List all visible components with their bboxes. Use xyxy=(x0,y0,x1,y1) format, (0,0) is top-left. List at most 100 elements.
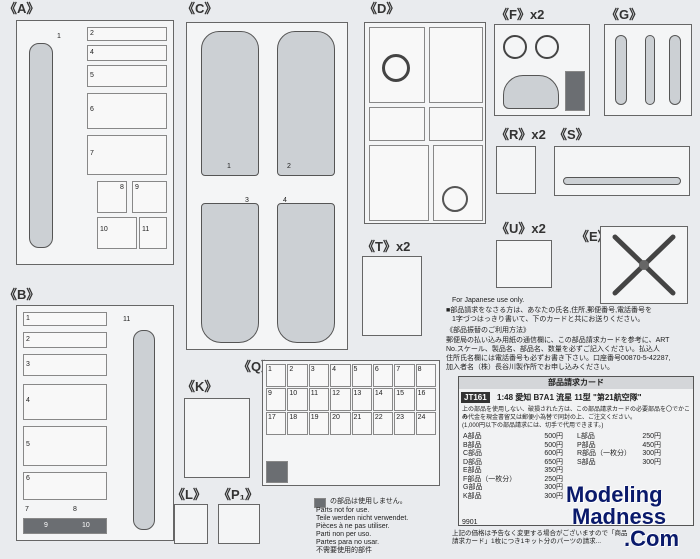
part-cell-gear-bay xyxy=(369,145,429,221)
price-label: F部品（一枚分） xyxy=(463,475,517,483)
strut-part xyxy=(645,35,655,105)
wing-part-2 xyxy=(277,31,335,176)
notice-l4: 加入者名（株）長谷川製作所でお申し込みください。 xyxy=(446,364,614,371)
q-part-cell: 13 xyxy=(351,388,372,411)
rod-part xyxy=(563,177,681,185)
q-part-cell: 3 xyxy=(308,364,330,387)
part-cell-4: 4 xyxy=(23,384,107,420)
card-title: 部品請求カード xyxy=(459,377,693,389)
unused-fr: Pièces à ne pas utiliser. xyxy=(316,523,390,530)
card-serial: 9901 xyxy=(462,519,478,526)
price-label: A部品 xyxy=(463,433,482,440)
logo-line1: Modeling xyxy=(566,482,663,507)
wing-part-4 xyxy=(277,203,335,343)
part-number: 1 xyxy=(227,163,231,170)
part-number: 1 xyxy=(26,315,30,322)
section-label-s: 《S》 xyxy=(554,127,589,142)
q-part-cell: 6 xyxy=(372,364,394,387)
part-number: 18 xyxy=(289,414,298,421)
q-part-cell: 23 xyxy=(394,412,415,435)
price-value: 650円 xyxy=(544,458,563,466)
price-value: 250円 xyxy=(642,433,661,440)
part-number: 22 xyxy=(374,414,383,421)
section-label-d: 《D》 xyxy=(364,1,400,16)
notice-l2: No.スケール、製品名、部品名、数量を必ずご記入ください。払込人 xyxy=(446,346,660,353)
q-part-cell: 20 xyxy=(330,412,351,435)
engine-icon xyxy=(382,54,410,82)
parts-request-card: 部品請求カード JT161 1:48 愛知 B7A1 流星 11型 "第21航空… xyxy=(458,376,694,526)
sprue-f xyxy=(494,24,590,116)
q-part-cell: 2 xyxy=(287,364,308,387)
notice-howto: 《部品振替のご利用方法》 xyxy=(446,327,530,334)
q-part-cell: 9 xyxy=(266,388,287,411)
part-number: 5 xyxy=(353,366,358,373)
unused-parts-9-10: 9 10 xyxy=(23,518,107,534)
part-number: 4 xyxy=(283,197,287,204)
part-number: 1 xyxy=(268,366,272,373)
notice-l3: 住所氏名欄には電話番号も必ずお書き下さい。口座番号00870-5-42287, xyxy=(446,355,671,362)
part-number: 3 xyxy=(310,366,315,373)
part-number: 6 xyxy=(90,106,94,113)
part-number: 14 xyxy=(374,390,383,397)
unused-zh: 不需要使用的部件 xyxy=(316,547,372,554)
sprue-d xyxy=(364,22,486,224)
price-value: 300円 xyxy=(544,484,563,491)
part-cell-6: 6 xyxy=(87,93,167,129)
wing-part-1 xyxy=(201,31,259,176)
part-number: 12 xyxy=(332,390,340,397)
price-row: R部品（一枚分）300円 xyxy=(577,450,661,459)
sprue-c: 1 2 3 4 xyxy=(186,22,348,350)
card-code: JT161 xyxy=(461,392,490,403)
part-number: 11 xyxy=(310,390,319,397)
part-number: 3 xyxy=(26,361,30,368)
price-value: 350円 xyxy=(544,467,563,474)
section-label-u: 《U》x2 xyxy=(496,221,546,236)
jp-only-label: For Japanese use only. xyxy=(452,297,525,304)
part-number: 4 xyxy=(26,397,30,404)
part-number: 6 xyxy=(26,475,30,482)
part-cell-small xyxy=(429,107,483,141)
price-label: K部品 xyxy=(463,492,482,500)
part-number: 10 xyxy=(100,226,108,233)
part-number: 23 xyxy=(396,414,405,421)
wing-part-3 xyxy=(201,203,259,343)
q-part-cell: 1 xyxy=(266,364,287,387)
part-cell-9: 9 xyxy=(132,181,167,213)
part-cell-2: 2 xyxy=(87,27,167,41)
part-number: 8 xyxy=(73,506,77,513)
sprue-k xyxy=(184,398,250,478)
sprue-s xyxy=(554,146,690,196)
q-part-cell: 7 xyxy=(394,364,415,387)
sprue-b: 1 2 3 4 5 6 7 8 9 10 11 xyxy=(16,305,174,541)
price-value: 450円 xyxy=(642,441,661,449)
sprue-l xyxy=(174,504,208,544)
unused-es: Partes para no usar. xyxy=(316,539,380,546)
canopy-part xyxy=(503,75,559,109)
card-note2: の代金を現金書留又は郵便小為替で同封の上、ご注文ください。 xyxy=(462,415,637,421)
q-part-cell: 5 xyxy=(351,364,372,387)
section-label-g: 《G》 xyxy=(606,7,643,22)
part-cell-7: 7 xyxy=(87,135,167,175)
q-part-cell: 11 xyxy=(308,388,330,411)
section-label-p: 《P₁》 xyxy=(218,487,259,502)
part-number: 2 xyxy=(26,336,30,343)
notice-bullet1: ■部品請求をなさる方は、あなたの氏名,住所,郵便番号,電話番号を xyxy=(446,307,653,314)
price-row: D部品 650円 xyxy=(463,459,563,468)
part-number: 16 xyxy=(417,390,426,397)
section-label-l: 《L》 xyxy=(172,487,206,502)
wheel-icon xyxy=(442,186,468,212)
q-part-cell: 14 xyxy=(372,388,394,411)
section-label-f: 《F》x2 xyxy=(496,7,545,22)
part-number: 19 xyxy=(310,414,319,421)
part-number: 2 xyxy=(289,366,294,373)
sprue-u xyxy=(496,240,552,288)
part-number: 7 xyxy=(396,366,401,373)
logo-line3: .Com xyxy=(624,526,679,551)
q-part-cell: 21 xyxy=(351,412,372,435)
price-label: D部品 xyxy=(463,458,483,466)
notice-bullet1b: 1字づつはっきり書いて、下のカードと共にお送りください。 xyxy=(452,316,645,323)
